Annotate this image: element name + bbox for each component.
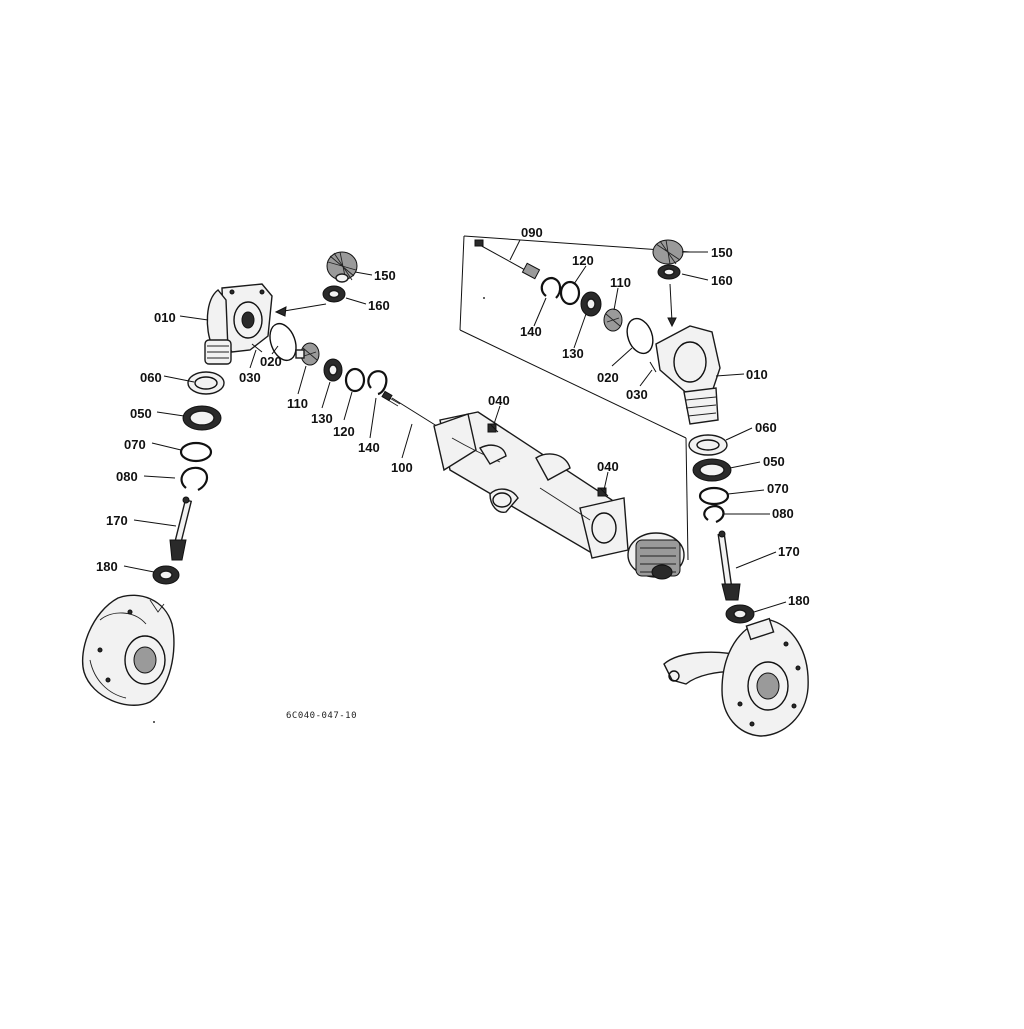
- label-020-right: 020: [597, 370, 619, 385]
- frame-line-right: [685, 437, 689, 561]
- label-140-left: 140: [358, 440, 380, 455]
- right-bearing-160: [657, 264, 681, 280]
- label-010-left: 010: [154, 310, 176, 325]
- right-bearing-130: [580, 291, 602, 317]
- left-elbow-housing: [204, 283, 273, 365]
- label-130-left: 130: [311, 411, 333, 426]
- drawing-code: 6C040-047-10: [286, 711, 357, 721]
- left-bearing-130: [323, 358, 343, 382]
- label-160-right: 160: [711, 273, 733, 288]
- left-bevel-gear: [326, 251, 358, 283]
- left-ring-120: [344, 367, 366, 393]
- label-180-right: 180: [788, 593, 810, 608]
- left-bearing-180: [152, 565, 180, 585]
- label-110-right: 110: [610, 275, 631, 290]
- left-bearing-050: [182, 405, 222, 431]
- label-120-right: 120: [572, 253, 594, 268]
- left-circlip-140: [367, 370, 388, 396]
- right-elbow-housing: [655, 325, 721, 425]
- right-bearing-180: [725, 604, 755, 624]
- frame-line-diagonal: [459, 329, 687, 439]
- label-060-right: 060: [755, 420, 777, 435]
- right-pinion-110: [603, 308, 623, 332]
- label-120-left: 120: [333, 424, 355, 439]
- assembly-arrow-right: [669, 283, 673, 323]
- frame-line-top: [463, 235, 691, 253]
- right-shaft-090: [474, 239, 541, 280]
- label-090: 090: [521, 225, 543, 240]
- right-ring-070: [698, 486, 730, 506]
- label-050-left: 050: [130, 406, 152, 421]
- label-110-left: 110: [287, 396, 308, 411]
- label-080-left: 080: [116, 469, 138, 484]
- right-circlip-140: [540, 276, 562, 299]
- right-bearing-050: [692, 458, 732, 482]
- center-bolt-040-lower: [597, 487, 609, 497]
- left-hub-housing: [82, 594, 175, 706]
- center-shaft-100: [381, 390, 441, 429]
- part-labels: 010 060 050 070 080 170 180 030 020 110 …: [96, 225, 810, 721]
- label-010-right: 010: [746, 367, 768, 382]
- label-080-right: 080: [772, 506, 794, 521]
- right-bevel-gear: [652, 239, 684, 265]
- label-040-lower: 040: [597, 459, 619, 474]
- left-shaft-170: [169, 496, 193, 561]
- left-pinion-110: [295, 342, 320, 366]
- left-bearing-160: [322, 285, 346, 303]
- left-circlip-080: [180, 466, 209, 491]
- right-seal-060: [688, 434, 728, 456]
- label-020-left: 020: [260, 354, 282, 369]
- label-030-right: 030: [626, 387, 648, 402]
- axle-tube: [433, 411, 629, 559]
- right-circlip-080: [703, 504, 725, 524]
- label-040-upper: 040: [488, 393, 510, 408]
- label-150-right: 150: [711, 245, 733, 260]
- label-140-right: 140: [520, 324, 542, 339]
- right-ring-120: [559, 280, 581, 306]
- left-ring-070: [179, 441, 213, 463]
- leader-lines: [123, 239, 787, 613]
- right-shaft-170: [717, 530, 741, 601]
- label-130-right: 130: [562, 346, 584, 361]
- label-070-right: 070: [767, 481, 789, 496]
- center-differential: [627, 532, 685, 580]
- label-030-left: 030: [239, 370, 261, 385]
- left-seal-060: [187, 371, 225, 395]
- left-o-ring: [269, 322, 297, 362]
- label-160-left: 160: [368, 298, 390, 313]
- center-bolt-040-upper: [487, 423, 499, 433]
- label-060-left: 060: [140, 370, 162, 385]
- label-150-left: 150: [374, 268, 396, 283]
- label-100: 100: [391, 460, 413, 475]
- label-050-right: 050: [763, 454, 785, 469]
- frame-line-left: [459, 235, 465, 331]
- label-170-left: 170: [106, 513, 128, 528]
- left-pin-030: [251, 343, 263, 353]
- label-170-right: 170: [778, 544, 800, 559]
- right-o-ring: [626, 317, 654, 355]
- label-180-left: 180: [96, 559, 118, 574]
- right-pin-030: [649, 361, 657, 373]
- label-070-left: 070: [124, 437, 146, 452]
- right-hub-housing: [663, 617, 809, 737]
